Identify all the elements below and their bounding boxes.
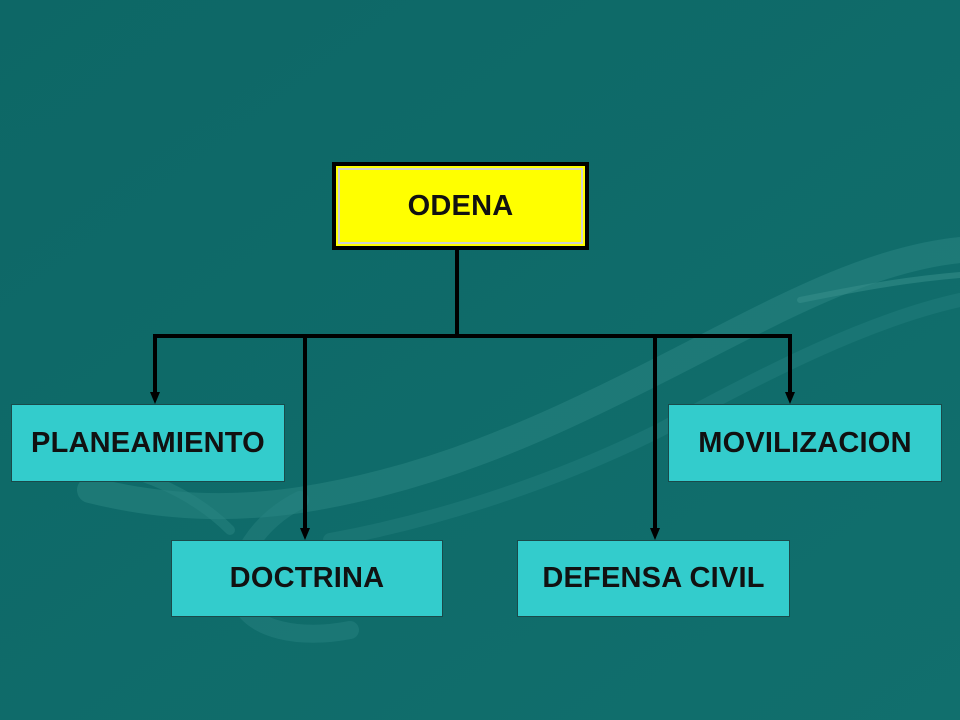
- node-doctrina-label: DOCTRINA: [229, 562, 385, 594]
- root-node-label: ODENA: [407, 189, 514, 222]
- node-defensa-civil-label: DEFENSA CIVIL: [542, 562, 765, 594]
- node-doctrina: DOCTRINA: [171, 540, 443, 617]
- node-planeamiento-label: PLANEAMIENTO: [31, 426, 265, 459]
- node-planeamiento: PLANEAMIENTO: [11, 404, 285, 482]
- root-node-odena: ODENA: [332, 162, 589, 250]
- node-movilizacion-label: MOVILIZACION: [698, 426, 912, 459]
- node-defensa-civil: DEFENSA CIVIL: [517, 540, 790, 617]
- node-movilizacion: MOVILIZACION: [668, 404, 942, 482]
